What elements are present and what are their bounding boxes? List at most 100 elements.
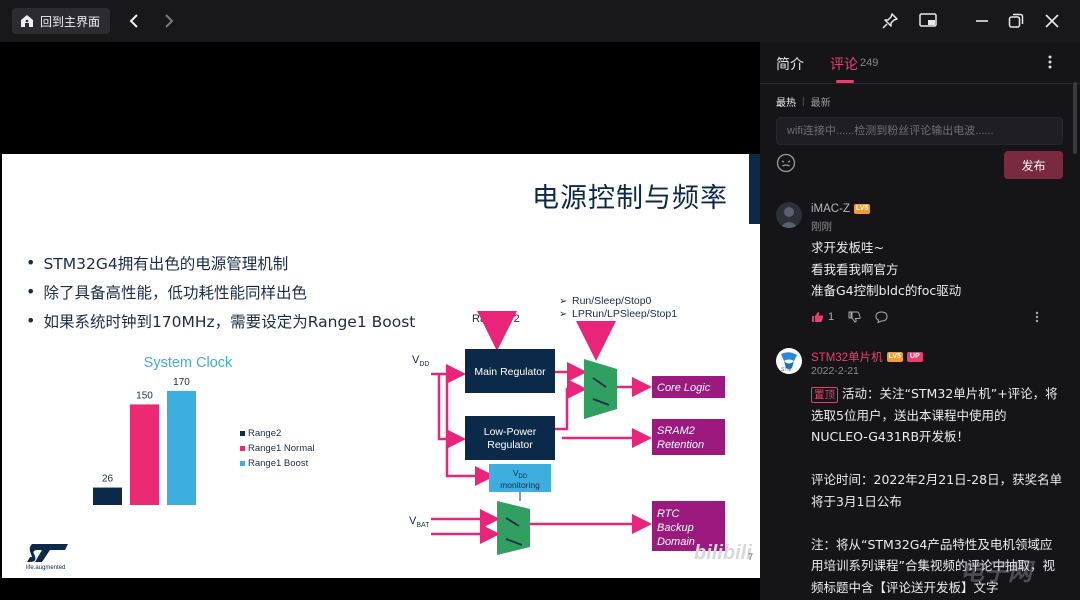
restore-icon <box>1008 13 1024 28</box>
comment-actions: 1 <box>811 311 888 323</box>
svg-text:STM: STM <box>781 367 792 373</box>
minimize-button[interactable] <box>970 9 994 33</box>
sidebar-tabs: 简介 评论 249 <box>760 42 1080 84</box>
like-count: 1 <box>828 311 835 323</box>
chart-data-label: 150 <box>136 390 153 401</box>
chart-legend-label: Range1 Normal <box>248 443 315 454</box>
comment-username[interactable]: STM32单片机 <box>811 352 883 364</box>
chart-bar <box>130 404 159 505</box>
comment-user: STM32单片机 LV5 UP <box>811 349 923 365</box>
home-button[interactable]: 回到主界面 <box>12 8 111 34</box>
pin-window-button[interactable] <box>878 9 902 33</box>
site-watermark: 电子网 <box>960 559 1032 586</box>
title-bar: 回到主界面 <box>0 0 1080 42</box>
lp-regulator-block <box>465 416 555 460</box>
tab-intro[interactable]: 简介 <box>776 56 804 72</box>
rtc-label: Domain <box>657 536 695 548</box>
sort-new[interactable]: 最新 <box>810 98 831 109</box>
main-regulator-label: Main Regulator <box>474 366 546 378</box>
comment-line: 看我看我啊官方 <box>811 261 899 277</box>
presentation-slide: 电源控制与频率 STM32G4拥有出色的电源管理机制 除了具备高性能，低功耗性能… <box>2 154 760 578</box>
comment-line: 用培训系列课程”合集视频的评论中抽取，视 <box>811 558 1055 573</box>
sram-label: SRAM2 <box>657 425 695 437</box>
chart-data-label: 26 <box>102 474 114 485</box>
rtc-block <box>652 501 725 551</box>
emoji-icon[interactable] <box>776 153 796 173</box>
comment-line: 准备G4控制bldc的foc驱动 <box>811 283 962 298</box>
reply-icon <box>875 311 888 323</box>
like-button[interactable]: 1 <box>811 311 834 323</box>
comment-username[interactable]: iMAC-Z <box>811 203 850 215</box>
stm32-avatar-icon: STM <box>776 348 802 374</box>
lp-regulator-label: Regulator <box>487 439 533 451</box>
active-tab-indicator <box>836 80 854 83</box>
slide-page-number: 7 <box>748 552 754 562</box>
backup-switch-contact <box>505 517 523 546</box>
vdd-label: VDD <box>412 354 429 368</box>
user-avatar-icon <box>776 202 802 228</box>
mode-label: LPRun/LPSleep/Stop1 <box>572 308 677 320</box>
sort-hot[interactable]: 最热 <box>776 98 796 109</box>
close-icon <box>1045 14 1059 28</box>
thumbs-up-icon <box>812 312 824 322</box>
home-button-label: 回到主界面 <box>40 14 101 29</box>
chevron-left-icon <box>129 14 138 28</box>
mini-player-button[interactable] <box>916 9 940 33</box>
comment-item: iMAC-Z LV5 刚刚 求开发板哇~ 看我看我啊官方 准备G4控制bldc的… <box>760 202 1080 332</box>
chart-bar <box>93 487 122 505</box>
avatar[interactable] <box>776 202 802 228</box>
level-badge: LV5 <box>853 204 871 214</box>
reply-button[interactable] <box>875 311 888 323</box>
more-vertical-icon <box>1048 55 1052 69</box>
vdd-monitor-label: VDD <box>513 468 528 480</box>
avatar[interactable]: STM <box>776 348 802 374</box>
comment-line: 置顶活动：关注“STM32单片机”+评论，将 <box>811 383 1066 405</box>
slide-title-accent <box>749 154 760 224</box>
sram-block <box>652 419 725 455</box>
level-badge: LV5 <box>886 352 903 362</box>
close-button[interactable] <box>1040 9 1064 33</box>
sidebar-scrollbar[interactable] <box>1073 82 1077 154</box>
comment-date: 2022-2-21 <box>811 365 859 377</box>
slide-bullet: 如果系统时钟到170MHz，需要设定为Range1 Boost <box>26 306 415 335</box>
comment-body: 求开发板哇~ 看我看我啊官方 准备G4控制bldc的foc驱动 <box>811 237 1066 302</box>
bilibili-watermark: bilibili <box>694 542 752 564</box>
comment-line: 注：将从“STM32G4产品特性及电机领域应 <box>811 536 1053 552</box>
power-diagram: Range1/2 ➢ Run/Sleep/Stop0 ➢ LPRun/LPSle… <box>409 295 725 555</box>
sidebar-more-button[interactable] <box>1040 52 1060 72</box>
st-logo-icon <box>27 544 68 562</box>
video-player[interactable]: 电源控制与频率 STM32G4拥有出色的电源管理机制 除了具备高性能，低功耗性能… <box>0 42 760 600</box>
chart-legend-label: Range2 <box>248 428 281 439</box>
maximize-button[interactable] <box>1004 9 1028 33</box>
comment-more-icon[interactable] <box>1035 311 1039 323</box>
sort-options: 最热 | 最新 <box>776 94 831 109</box>
chart-data-label: 170 <box>173 377 190 388</box>
mode-label: Run/Sleep/Stop0 <box>572 295 652 307</box>
mode-marker: ➢ <box>559 309 567 320</box>
dislike-button[interactable] <box>848 311 861 323</box>
lp-out-line <box>555 379 587 431</box>
comment-sidebar: 简介 评论 249 最热 | 最新 wifi连接中......检测到粉丝评论输出… <box>760 42 1080 600</box>
slide-title: 电源控制与频率 <box>532 183 728 214</box>
comment-line <box>811 512 1066 534</box>
forward-button[interactable] <box>157 9 181 33</box>
lp-regulator-label: Low-Power <box>484 426 537 438</box>
comment-line: 评论时间：2022年2月21日-28日，获奖名单 <box>811 472 1063 487</box>
sram-label: Retention <box>657 439 704 451</box>
vdd-monitor-label: monitoring <box>500 480 540 490</box>
pin-icon <box>882 13 898 29</box>
core-switch-contact <box>592 377 610 406</box>
tab-comments[interactable]: 评论 <box>830 56 858 72</box>
chevron-right-icon <box>165 14 174 28</box>
vdd-branch <box>437 374 466 449</box>
comment-user: iMAC-Z LV5 <box>811 203 871 215</box>
publish-button[interactable]: 发布 <box>1004 151 1063 179</box>
rtc-label: Backup <box>657 522 694 534</box>
comment-input[interactable]: wifi连接中......检测到粉丝评论输出电波...... <box>776 117 1063 145</box>
sort-separator: | <box>802 96 805 107</box>
back-button[interactable] <box>122 9 146 33</box>
chart-legend-label: Range1 Boost <box>248 458 309 469</box>
comment-date: 刚刚 <box>811 221 832 233</box>
comment-count: 249 <box>860 57 879 69</box>
